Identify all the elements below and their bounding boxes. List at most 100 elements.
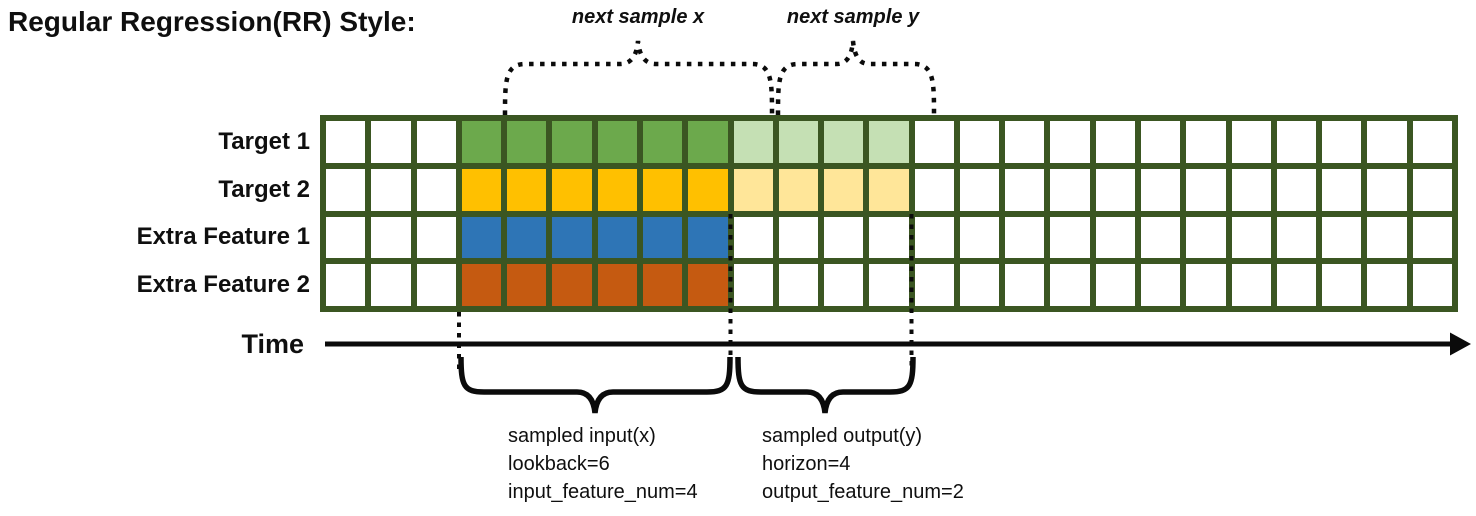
grid-cell [1367,168,1407,211]
grid-cell [1005,168,1045,211]
grid-cell [1186,121,1226,163]
next-sample-y-brace [775,40,937,116]
grid-cell [959,121,1000,163]
output-feature-num-value: output_feature_num=2 [762,481,964,503]
grid-cell [597,168,637,211]
grid-cell [914,264,954,306]
grid-cell [688,121,728,163]
grid-cell [461,121,502,163]
grid-cell [959,168,1000,211]
grid-cell [1005,216,1045,259]
grid-cell [642,168,683,211]
grid-cell [507,168,547,211]
grid-cell [733,121,773,163]
grid-cell [507,264,547,306]
grid-cell [824,168,864,211]
grid-cell [688,216,728,259]
grid-cell [1322,264,1362,306]
grid-cell [733,216,773,259]
grid-cell [1276,168,1317,211]
grid-cell [1322,121,1362,163]
grid-cell [552,121,592,163]
grid-cell [1186,168,1226,211]
grid-cell [914,216,954,259]
grid-cell [597,121,637,163]
grid-cell [416,216,456,259]
grid-cell [461,216,502,259]
grid-cell [416,264,456,306]
time-arrowhead-icon [1450,332,1471,356]
grid-cell [326,168,366,211]
grid-cell [1276,264,1317,306]
next-sample-y-label: next sample y [786,6,920,28]
grid-cell [1231,216,1271,259]
grid-cell [1141,121,1181,163]
grid-cell [326,264,366,306]
grid-cell [1276,121,1317,163]
row-label-extra-feature-2: Extra Feature 2 [136,271,310,298]
grid-cell [914,121,954,163]
grid-cell [1095,168,1136,211]
grid-cell [552,264,592,306]
row-label-target-2: Target 2 [218,176,310,203]
grid-cell [371,216,411,259]
grid-cell [326,216,366,259]
grid-cell [1005,264,1045,306]
grid-cell [371,121,411,163]
grid-cell [1412,264,1452,306]
grid-cell [597,264,637,306]
grid-cell [642,121,683,163]
sampled-input-title: sampled input(x) [508,425,656,447]
grid-cell [507,121,547,163]
grid-cell [552,216,592,259]
grid-cell [824,121,864,163]
grid-cell [1005,121,1045,163]
grid-cell [869,168,909,211]
row-label-extra-feature-1: Extra Feature 1 [136,223,310,250]
grid-cell [1322,216,1362,259]
grid-cell [1141,264,1181,306]
grid-cell [778,121,819,163]
grid-cell [1412,216,1452,259]
grid-cell [642,216,683,259]
grid-cell [1050,216,1090,259]
grid-cell [1276,216,1317,259]
grid-cell [824,264,864,306]
grid-cell [1231,121,1271,163]
next-sample-x-label: next sample x [571,6,705,28]
grid-cell [688,264,728,306]
grid-cell [869,216,909,259]
row-label-target-1: Target 1 [218,128,310,155]
grid-cell [461,264,502,306]
grid-cell [371,168,411,211]
grid-cell [1141,168,1181,211]
grid-cell [461,168,502,211]
time-label: Time [241,329,304,359]
grid-cell [959,216,1000,259]
grid-cell [869,264,909,306]
sampled-output-caption: sampled output(y) horizon=4 output_featu… [762,422,964,506]
horizon-value: horizon=4 [762,453,851,475]
grid-cell [1095,264,1136,306]
sampled-output-title: sampled output(y) [762,425,923,447]
grid-cell [688,168,728,211]
grid-cell [1412,121,1452,163]
grid-cell [371,264,411,306]
grid-cell [959,264,1000,306]
grid-cell [778,216,819,259]
sample-grid [320,115,1458,312]
output-brace [735,356,916,414]
grid-cell [733,264,773,306]
grid-cell [1322,168,1362,211]
grid-cell [1186,264,1226,306]
grid-cell [824,216,864,259]
grid-cell [1050,121,1090,163]
grid-cell [1231,168,1271,211]
grid-cell [642,264,683,306]
grid-cell [778,264,819,306]
grid-cell [507,216,547,259]
sampled-input-caption: sampled input(x) lookback=6 input_featur… [508,422,698,506]
grid-cell [1186,216,1226,259]
grid-cell [1231,264,1271,306]
next-sample-x-brace [502,40,775,116]
